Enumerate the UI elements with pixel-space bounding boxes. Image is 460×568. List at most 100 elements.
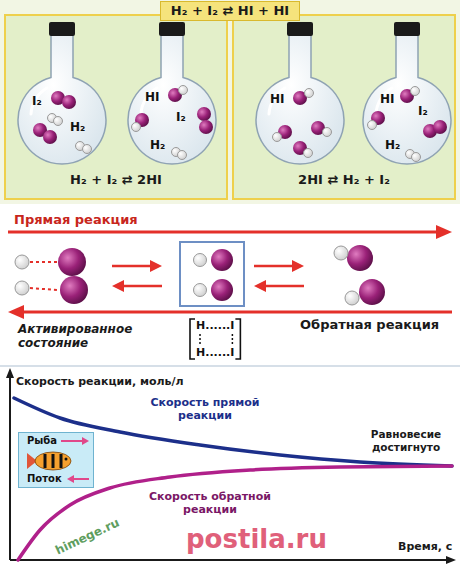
flask: HI I₂ H₂ (127, 22, 217, 168)
chart-axes (6, 368, 456, 564)
flask: HI I₂ H₂ (362, 22, 452, 168)
arrow-line (20, 311, 452, 314)
arrow-head (112, 280, 124, 292)
arrow-head (67, 475, 74, 483)
reaction-panel: H₂ + I₂ ⇄ 2HI I₂ H₂ HI I₂ H₂ (4, 14, 228, 200)
iodine-atom (43, 130, 57, 144)
state-label: Активированное состояние (18, 322, 168, 350)
equilibrium-label: Равновесие достигнуто (362, 428, 450, 454)
hydrogen-atom (304, 149, 313, 158)
fish-stripe (60, 454, 63, 468)
flask-glass (128, 32, 216, 164)
curve-label: Скорость прямой реакции (140, 396, 270, 422)
flask: HI (255, 22, 345, 168)
iodine-atom (347, 245, 373, 271)
arrow-head (254, 280, 266, 292)
iodine-atom (359, 279, 385, 305)
reverse-arrow (8, 305, 452, 319)
bond-text: H......I (196, 319, 234, 332)
hydrogen-atom (83, 145, 92, 154)
x-axis (10, 559, 448, 561)
direction-arrow (61, 440, 83, 442)
molecule-label: HI (145, 90, 160, 104)
forward-arrow (8, 225, 452, 239)
watermark: postila.ru (186, 524, 327, 555)
hydrogen-atom (368, 121, 377, 130)
molecule-label: I₂ (176, 110, 186, 124)
axis-title: Скорость реакции, моль/л (16, 375, 184, 388)
flask-glass (256, 32, 344, 164)
inset-box: РыбаПоток (18, 432, 94, 488)
inset-text: Рыба (27, 435, 57, 447)
molecule-label: I₂ (32, 94, 42, 108)
rate-curves (14, 398, 452, 560)
product-molecules (334, 245, 385, 305)
axis-head (6, 368, 14, 378)
hydrogen-atom (194, 254, 207, 267)
fish-body (35, 452, 71, 470)
bond-text: H......I (196, 346, 234, 359)
transition-box (180, 242, 244, 306)
stopper (159, 22, 185, 36)
molecule-label: HI (380, 92, 395, 106)
fish-eye (65, 458, 68, 461)
iodine-atom (197, 107, 211, 121)
stopper (394, 22, 420, 36)
hydrogen-atom (15, 281, 29, 295)
flask-glass (363, 32, 451, 164)
hydrogen-atom (334, 246, 348, 260)
reaction-panel: 2HI ⇄ H₂ + I₂ HI HI I₂ H₂ (232, 14, 456, 200)
hydrogen-atom (323, 128, 332, 137)
reactant-molecules (15, 248, 88, 304)
activated-complex: H......I H......I (188, 318, 242, 360)
partial-bond (232, 334, 234, 344)
hydrogen-atom (411, 87, 420, 96)
hydrogen-atom (54, 117, 63, 126)
molecule-label: I₂ (418, 104, 428, 118)
flask-outline (127, 22, 217, 168)
fish-stripe (44, 454, 47, 468)
molecule-label: H₂ (150, 138, 165, 152)
hydrogen-atom (194, 284, 207, 297)
small-arrows-right (254, 260, 304, 292)
iodine-atom (211, 279, 233, 301)
iodine-atom (62, 95, 76, 109)
arrow-head (436, 225, 452, 239)
y-axis (9, 376, 11, 560)
molecule-label: H₂ (385, 138, 400, 152)
axis-title: Время, с (398, 540, 452, 553)
curve-label: Скорость обратной реакции (140, 490, 280, 516)
arrow-head (292, 260, 304, 272)
flask-outline (362, 22, 452, 168)
glass-highlight (269, 88, 285, 114)
equation-caption: H₂ + I₂ ⇄ 2HI (6, 172, 226, 188)
title-band: H₂ + I₂ ⇄ HI + HI (160, 1, 300, 21)
collision-line (30, 288, 57, 290)
stopper (49, 22, 75, 36)
flask-outline (255, 22, 345, 168)
molecule-label: H₂ (70, 120, 85, 134)
hydrogen-atom (412, 153, 421, 162)
arrow-head (150, 260, 162, 272)
small-arrows-left (112, 260, 162, 292)
iodine-atom (58, 248, 86, 276)
molecule-label: HI (270, 92, 285, 106)
arrow-line (264, 285, 304, 288)
arrow-line (122, 285, 162, 288)
flask-outline (17, 22, 107, 168)
stopper (287, 22, 313, 36)
inset-text: Поток (27, 473, 62, 485)
collision-line (30, 261, 57, 263)
frame (180, 242, 244, 306)
glass-highlight (31, 88, 47, 114)
hydrogen-atom (345, 291, 359, 305)
flask: I₂ H₂ (17, 22, 107, 168)
equation-caption: 2HI ⇄ H₂ + I₂ (234, 172, 454, 188)
divider (0, 365, 460, 367)
iodine-atom (433, 120, 447, 134)
top-ground (0, 0, 460, 204)
bracket (235, 319, 240, 359)
reaction-direction: Обратная реакция (300, 317, 439, 333)
arrow-line (254, 265, 294, 268)
